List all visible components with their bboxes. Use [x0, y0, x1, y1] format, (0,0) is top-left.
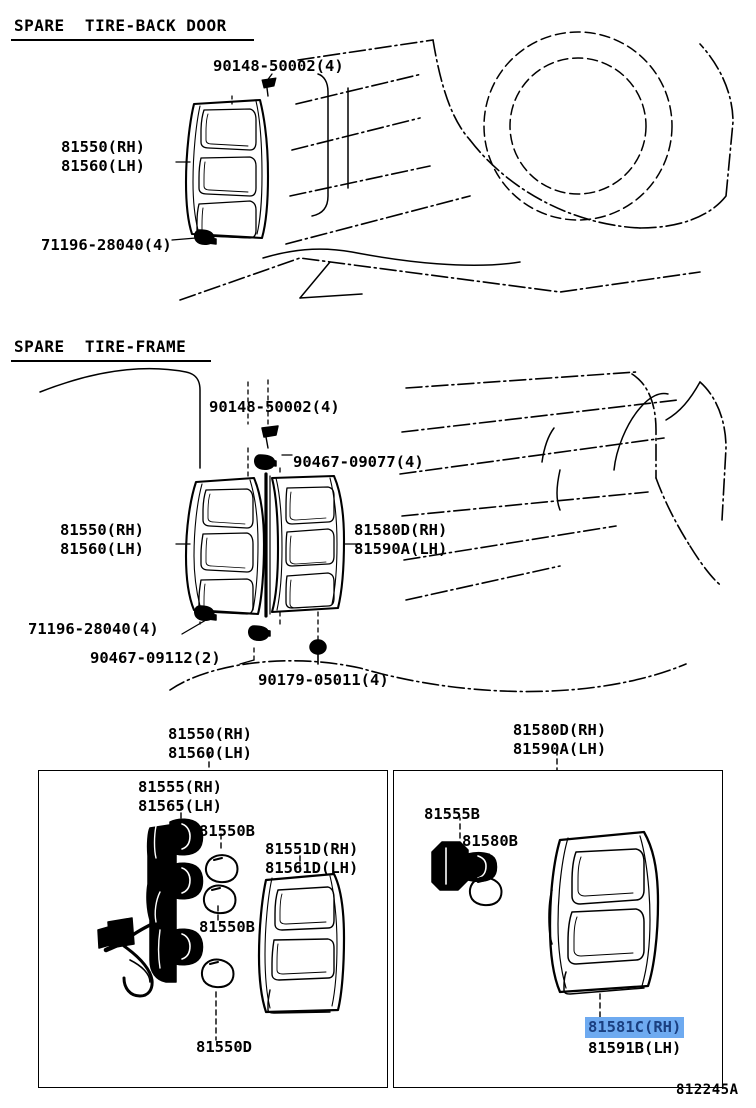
s2-grommet-icon: [309, 639, 327, 665]
s2-inner-lamp: [264, 472, 346, 618]
lens-art-left: [257, 872, 346, 1014]
s2-nut-a-icon: [254, 454, 277, 470]
lens-art-right: [548, 830, 660, 995]
section-rule-frame: [11, 360, 211, 362]
callout-71196-28040-back-door: 71196-28040(4): [41, 236, 172, 254]
callout-81565-lh: 81565(LH): [138, 797, 222, 815]
panel-heading-stems: [208, 749, 558, 771]
panel-heading-81590a-lh: 81590A(LH): [512, 740, 607, 758]
callout-81590a-lh-frame: 81590A(LH): [354, 540, 448, 558]
s1-clip-icon: [194, 229, 217, 245]
detail-panel-outer-lamp: [38, 770, 388, 1088]
s1-leaders: [171, 73, 273, 241]
callout-81580d-rh-frame: 81580D(RH): [354, 521, 448, 539]
detail-panel-inner-lamp: [393, 770, 723, 1088]
panel-heading-81550-rh: 81550(RH): [168, 725, 252, 743]
s1-spare-tire: [483, 31, 673, 221]
callout-90467-09112-frame: 90467-09112(2): [90, 649, 221, 667]
panel-heading-81580d-rh: 81580D(RH): [512, 721, 607, 739]
callout-90179-05011-frame: 90179-05011(4): [258, 671, 389, 689]
s2-nut-b-icon: [248, 625, 271, 641]
s2-leaders: [175, 379, 359, 665]
callout-81555b: 81555B: [424, 805, 480, 823]
callout-90148-50002-frame: 90148-50002(4): [209, 398, 340, 416]
callout-81560-lh-frame: 81560(LH): [60, 540, 144, 558]
s1-door-edges: [262, 73, 521, 299]
s1-tail-lamp-body: [184, 98, 270, 240]
section-title-frame: SPARE TIRE-FRAME: [14, 337, 187, 356]
section-rule-back-door: [11, 39, 254, 41]
panel-leaders: [180, 799, 601, 1041]
bulb-b-art: [468, 876, 503, 907]
callout-90148-50002-back-door: 90148-50002(4): [213, 57, 344, 75]
callout-81550-rh-frame: 81550(RH): [60, 521, 144, 539]
callout-81560-lh-back-door: 81560(LH): [61, 157, 145, 175]
s2-frame-edges: [39, 367, 701, 511]
callout-90467-09077-frame: 90467-09077(4): [293, 453, 424, 471]
callout-81555-rh: 81555(RH): [138, 778, 222, 796]
callout-81591b-lh: 81591B(LH): [588, 1039, 682, 1057]
callout-81580b: 81580B: [462, 832, 518, 850]
callout-81561d-lh: 81561D(LH): [265, 859, 359, 877]
s2-outer-lamp: [184, 476, 266, 616]
callout-81550d-low: 81550D: [196, 1038, 252, 1056]
bulb-icons-left: [200, 854, 239, 989]
socket-harness-art: [97, 818, 204, 998]
callout-81550b-top: 81550B: [199, 822, 255, 840]
s1-body-panels: [179, 39, 734, 301]
section-title-back-door: SPARE TIRE-BACK DOOR: [14, 16, 227, 35]
s2-body-panels: [169, 371, 727, 693]
panel-heading-81560-lh: 81560(LH): [168, 744, 252, 762]
callout-71196-28040-frame: 71196-28040(4): [28, 620, 159, 638]
callout-81551d-rh: 81551D(RH): [265, 840, 359, 858]
callout-81550-rh-back-door: 81550(RH): [61, 138, 145, 156]
s1-screw-icon: [261, 77, 277, 97]
s2-screw-icon: [261, 425, 279, 449]
callout-81581c-rh-highlighted[interactable]: 81581C(RH): [585, 1017, 685, 1038]
callout-81550b-mid: 81550B: [199, 918, 255, 936]
diagram-code: 812245A: [676, 1082, 739, 1098]
